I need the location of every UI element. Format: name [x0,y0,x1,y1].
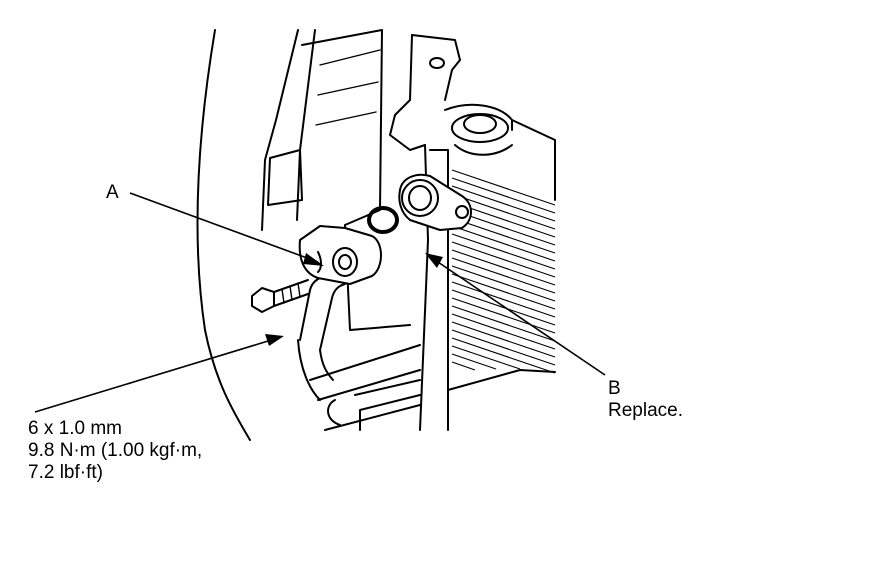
callout-b-label: B [608,378,621,399]
leader-lines [34,192,606,413]
bolt-size-spec: 6 x 1.0 mm [28,418,122,439]
torque-spec-line1: 9.8 N·m (1.00 kgf·m, [28,440,203,461]
torque-spec-line2: 7.2 lbf·ft) [28,462,103,483]
bolt [251,279,309,313]
callout-b-note: Replace. [608,400,683,421]
ac-line-a [297,225,382,401]
callout-a-label: A [106,182,119,203]
o-ring-b [367,206,399,234]
body-panel [196,29,383,441]
condenser-fitting [398,173,472,231]
lower-frame [309,344,421,431]
condenser [429,103,556,431]
